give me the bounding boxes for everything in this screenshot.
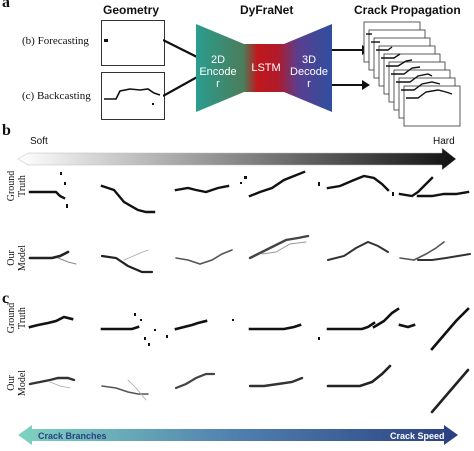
panel-b-model-label: Model — [17, 244, 28, 272]
panel-c-letter: c — [2, 290, 10, 307]
gt-b-crack-2 — [100, 184, 156, 214]
gt-c-crack-2 — [100, 325, 140, 331]
encoder-lstm-decoder-shape — [196, 24, 332, 112]
gt-c-crack-3 — [174, 319, 208, 331]
decoder-label-2: Decode — [290, 66, 328, 78]
forecast-geometry-notch — [104, 39, 108, 42]
crack-branches-label: Crack Branches — [38, 431, 107, 441]
crack-propagation-stack — [363, 21, 461, 127]
gt-b-crack-5 — [326, 174, 390, 192]
panel-b-model-row — [28, 234, 471, 274]
backcasting-label: (c) Backcasting — [22, 90, 91, 102]
decoder-label: 3D Decode r — [288, 54, 330, 90]
lstm-label: LSTM — [251, 62, 281, 74]
encoder-label-2: Encode — [199, 66, 237, 78]
panel-c-our-model-label: Our Model — [6, 361, 28, 405]
soft-hard-gradient-arrow — [18, 147, 457, 171]
forecasting-label: (b) Forecasting — [22, 35, 89, 47]
forecast-geometry-box — [101, 20, 165, 66]
gt-b-crack-3 — [174, 184, 230, 194]
encoder-label: 2D Encode r — [198, 54, 238, 90]
hard-label: Hard — [433, 136, 455, 147]
panel-c-model-label: Model — [17, 369, 28, 397]
geometry-title: Geometry — [103, 3, 160, 17]
panel-b-letter: b — [2, 122, 11, 139]
gt-c-crack-8 — [430, 307, 470, 351]
panel-b-truth-label: Truth — [17, 175, 28, 197]
panel-c-ground-label: Ground — [6, 302, 17, 334]
panel-b-our-model-label: Our Model — [6, 236, 28, 280]
soft-label: Soft — [30, 136, 48, 147]
decoder-label-1: 3D — [301, 54, 317, 66]
dyfranet-title: DyFraNet — [240, 3, 294, 17]
gt-c-crack-6 — [372, 307, 400, 329]
gt-c-crack-1 — [28, 315, 74, 329]
encoder-label-1: 2D — [210, 54, 226, 66]
panel-b-ground-truth-label: Ground Truth — [6, 164, 28, 208]
dyfranet-diagram — [196, 24, 332, 112]
gt-b-crack-1 — [28, 190, 66, 200]
panel-a-letter: a — [2, 0, 10, 11]
branches-speed-arrow — [18, 425, 458, 445]
panel-b-ground-label: Ground — [6, 170, 17, 202]
crack-propagation-title: Crack Propagation — [354, 3, 461, 17]
gt-b-crack-4 — [248, 170, 306, 198]
input-lines — [163, 39, 199, 97]
gt-b-crack-6 — [398, 176, 434, 198]
panel-b-our-label: Our — [6, 250, 17, 266]
backcast-geometry-crack — [104, 88, 161, 105]
gt-c-crack-5 — [326, 321, 376, 331]
panel-c-ground-truth-row — [28, 307, 470, 351]
panel-c-truth-label: Truth — [17, 307, 28, 329]
panel-b-ground-truth-row — [28, 170, 470, 214]
encoder-label-3: r — [216, 78, 220, 90]
gt-c-crack-4 — [248, 323, 302, 331]
decoder-label-3: r — [307, 78, 311, 90]
backcast-geometry-box — [101, 72, 165, 120]
gt-c-crack-7 — [398, 323, 416, 329]
panel-c-ground-truth-label: Ground Truth — [6, 296, 28, 340]
crack-speed-label: Crack Speed — [390, 431, 445, 441]
panel-c-model-row — [28, 364, 470, 414]
panel-c-our-label: Our — [6, 375, 17, 391]
gt-b-crack-7 — [416, 190, 470, 198]
output-arrow-head-2 — [362, 80, 370, 90]
